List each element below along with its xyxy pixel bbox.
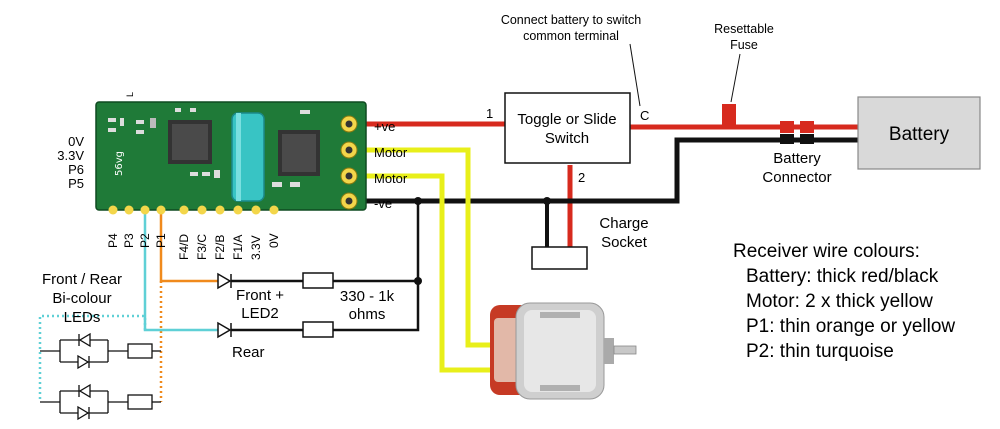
front-resistor bbox=[302, 272, 334, 289]
rear-diode bbox=[217, 321, 232, 339]
left-pin-p5: P5 bbox=[68, 176, 84, 191]
pin-label-p2: P2 bbox=[138, 233, 152, 248]
fuse-label-line1: Resettable bbox=[714, 22, 774, 36]
fuse bbox=[722, 104, 736, 127]
junction-dot bbox=[414, 277, 422, 285]
notes-title: Receiver wire colours: bbox=[733, 241, 920, 262]
switch-pin-2: 2 bbox=[578, 170, 585, 185]
front-rear-line2: Bi-colour bbox=[52, 290, 111, 307]
receiver-board: 56vg bbox=[95, 101, 367, 215]
turquoise-wire-p2 bbox=[143, 210, 218, 332]
motor bbox=[490, 302, 637, 400]
pin-label-f4d: F4/D bbox=[177, 234, 191, 260]
notes-line-motor: Motor: 2 x thick yellow bbox=[746, 291, 933, 312]
charge-socket bbox=[531, 246, 588, 270]
charge-socket-line1: Charge bbox=[599, 215, 648, 232]
pin-label-f3c: F3/C bbox=[195, 234, 209, 260]
led-return-wire bbox=[333, 201, 420, 332]
battery-connector-line1: Battery bbox=[773, 150, 821, 167]
front-led-line1: Front + bbox=[236, 287, 284, 304]
junction-dot bbox=[414, 197, 422, 205]
switch-pin-1: 1 bbox=[486, 106, 493, 121]
turquoise-dotted-p2 bbox=[38, 314, 147, 402]
bottom-pads bbox=[108, 205, 279, 215]
front-led-line2: LED2 bbox=[241, 305, 279, 322]
resistor-label-line1: 330 - 1k bbox=[340, 288, 395, 305]
yellow-wire-motor-1 bbox=[352, 147, 495, 348]
notes-line-p1: P1: thin orange or yellow bbox=[746, 316, 955, 337]
switch-label-line2: Switch bbox=[545, 130, 589, 147]
pin-label-p4: P4 bbox=[106, 233, 120, 248]
left-pin-3v3: 3.3V bbox=[57, 148, 84, 163]
minus-ve-label: -ve bbox=[374, 196, 392, 211]
motor-label-a: Motor bbox=[374, 145, 408, 160]
annotation-line bbox=[629, 43, 641, 107]
notes-line-p2: P2: thin turquoise bbox=[746, 341, 894, 362]
battery-connector bbox=[780, 121, 814, 144]
fuse-pointer bbox=[730, 53, 741, 103]
pin-label-f1a: F1/A bbox=[231, 235, 245, 260]
connect-note-line1: Connect battery to switch bbox=[501, 13, 641, 27]
front-diode bbox=[217, 272, 232, 290]
motor-label-b: Motor bbox=[374, 171, 408, 186]
battery-label: Battery bbox=[889, 124, 950, 145]
pin-label-f2b: F2/B bbox=[213, 235, 227, 260]
resistor-label-line2: ohms bbox=[349, 306, 386, 323]
black-wire-minus bbox=[352, 137, 858, 204]
front-rear-line1: Front / Rear bbox=[42, 271, 122, 288]
battery-box bbox=[857, 96, 981, 170]
rear-resistor bbox=[302, 321, 334, 338]
fuse-label-line2: Fuse bbox=[730, 38, 758, 52]
connect-note-line2: common terminal bbox=[523, 29, 619, 43]
switch-box bbox=[504, 92, 631, 164]
pin-label-p1: P1 bbox=[154, 233, 168, 248]
switch-pin-c: C bbox=[640, 108, 649, 123]
switch-label-line1: Toggle or Slide bbox=[517, 111, 616, 128]
plus-ve-label: +ve bbox=[374, 119, 395, 134]
rear-label: Rear bbox=[232, 344, 265, 361]
bicolour-led-schematic bbox=[40, 332, 161, 421]
pin-label-3v3: 3.3V bbox=[249, 235, 263, 260]
yellow-wire-motor-2 bbox=[352, 173, 495, 373]
battery-connector-line2: Connector bbox=[762, 169, 831, 186]
junction-dot bbox=[543, 197, 551, 205]
pin-label-p3: P3 bbox=[122, 233, 136, 248]
front-rear-line3: LEDs bbox=[64, 309, 101, 326]
charge-socket-line2: Socket bbox=[601, 234, 648, 251]
left-pin-0v: 0V bbox=[68, 134, 84, 149]
pin-label-0v: 0V bbox=[267, 233, 281, 248]
board-id: 56vg bbox=[114, 151, 125, 176]
right-terminals bbox=[340, 115, 358, 210]
notes-line-battery: Battery: thick red/black bbox=[746, 266, 939, 287]
board-mark: L bbox=[125, 92, 135, 97]
left-pin-p6: P6 bbox=[68, 162, 84, 177]
